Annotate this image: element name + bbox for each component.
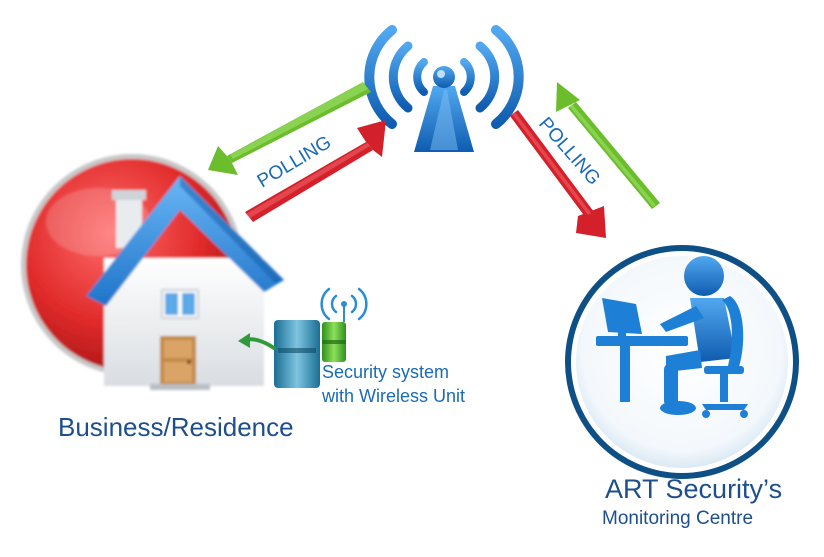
- house-icon: [21, 154, 284, 390]
- security-system-label: Security system with Wireless Unit: [322, 360, 465, 408]
- art-security-label: ART Security’s: [605, 474, 782, 505]
- monitoring-centre-label: Monitoring Centre: [602, 508, 753, 530]
- wireless-tower-icon: [369, 30, 518, 152]
- business-residence-label: Business/Residence: [58, 412, 294, 443]
- operator-at-desk-icon: [565, 245, 799, 479]
- security-system-line-2: with Wireless Unit: [322, 384, 465, 408]
- security-system-line-1: Security system: [322, 360, 465, 384]
